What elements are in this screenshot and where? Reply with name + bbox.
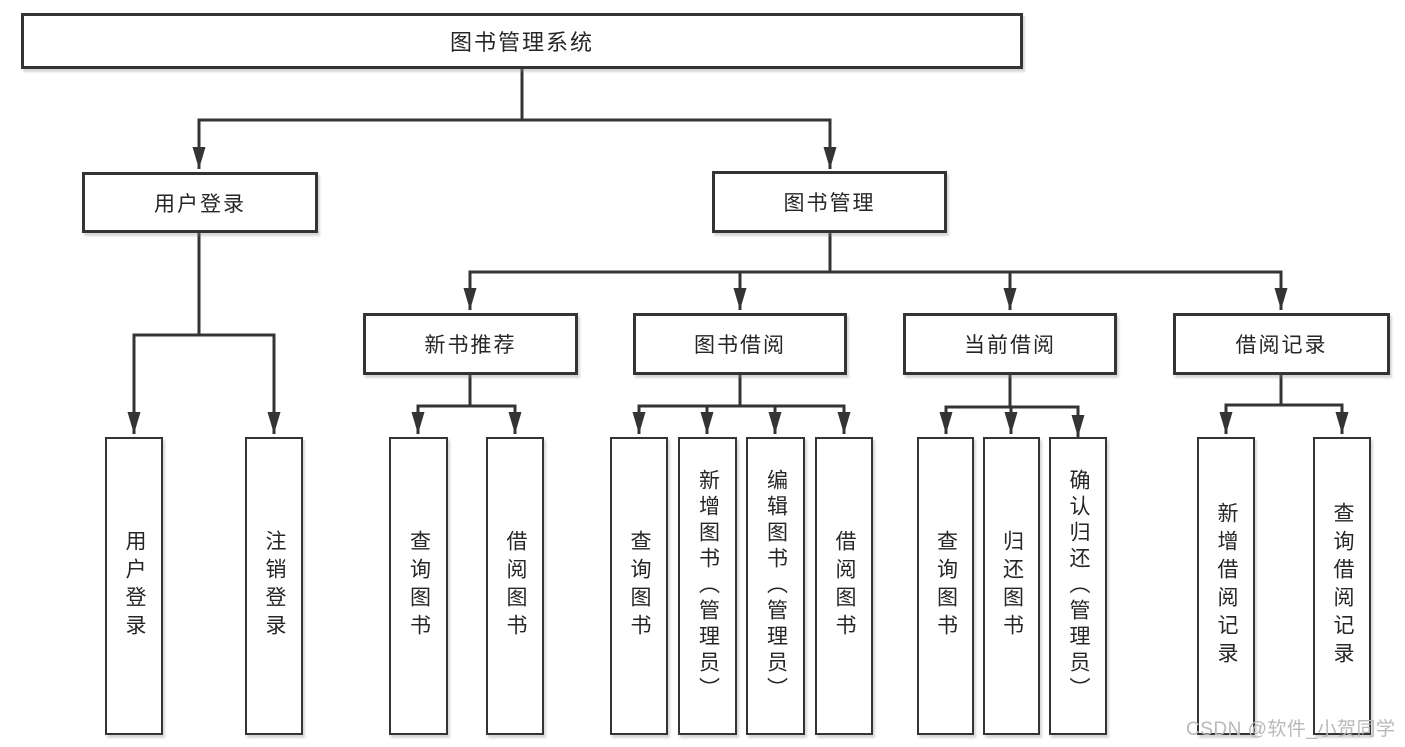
- node-user-login: 用户登录: [82, 172, 318, 233]
- node-book-management: 图书管理: [712, 171, 947, 233]
- node-new-book-recommend: 新书推荐: [363, 313, 578, 375]
- connector-new-book: [411, 375, 522, 434]
- connector-borrow-records: [1219, 375, 1349, 434]
- leaf-add-books-admin: 新增图书（管理员）: [678, 437, 737, 735]
- leaf-add-borrow-record: 新增借阅记录: [1197, 437, 1255, 735]
- leaf-edit-books-admin: 编辑图书（管理员）: [746, 437, 805, 735]
- connector-user-login: [127, 233, 281, 434]
- connector-book-borrow: [632, 375, 851, 434]
- leaf-query-books-recommend: 查询图书: [389, 437, 448, 735]
- watermark-text: CSDN @软件_小贺同学: [1186, 719, 1396, 740]
- connector-book-management: [463, 233, 1288, 310]
- node-borrow-records: 借阅记录: [1173, 313, 1390, 375]
- connector-current-borrow: [939, 375, 1085, 437]
- leaf-return-books: 归还图书: [983, 437, 1040, 735]
- leaf-query-books-borrow: 查询图书: [610, 437, 668, 735]
- leaf-confirm-return-admin: 确认归还（管理员）: [1049, 437, 1107, 735]
- leaf-query-books-current: 查询图书: [917, 437, 974, 735]
- node-book-borrow: 图书借阅: [633, 313, 847, 375]
- leaf-user-login: 用户登录: [105, 437, 163, 735]
- leaf-query-borrow-record: 查询借阅记录: [1313, 437, 1371, 735]
- leaf-logout: 注销登录: [245, 437, 303, 735]
- node-root-title: 图书管理系统: [21, 13, 1023, 69]
- leaf-borrow-books-recommend: 借阅图书: [486, 437, 544, 735]
- leaf-borrow-books: 借阅图书: [815, 437, 873, 735]
- node-current-borrow: 当前借阅: [903, 313, 1117, 375]
- connector-root: [192, 69, 837, 169]
